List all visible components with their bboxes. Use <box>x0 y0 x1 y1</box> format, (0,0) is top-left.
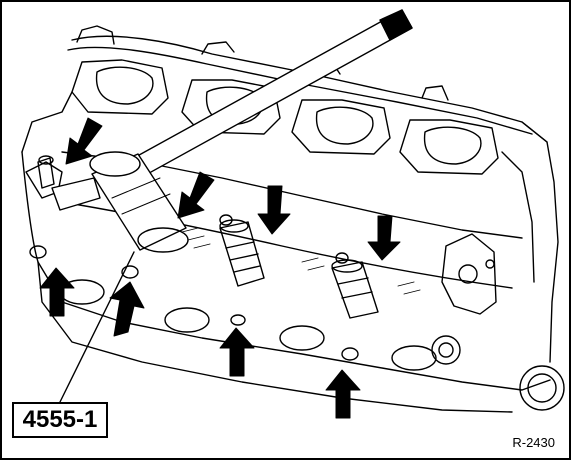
tool-leader-line <box>59 251 135 403</box>
injector-3 <box>331 252 379 319</box>
socket-tool <box>51 9 413 253</box>
injector-2 <box>219 214 265 287</box>
figure-reference-code: R-2430 <box>512 435 555 450</box>
injector-4 <box>29 245 359 361</box>
down-arrow-icon <box>39 117 401 419</box>
tool-number-label: 4555-1 <box>12 402 108 438</box>
injector-1 <box>37 155 55 189</box>
